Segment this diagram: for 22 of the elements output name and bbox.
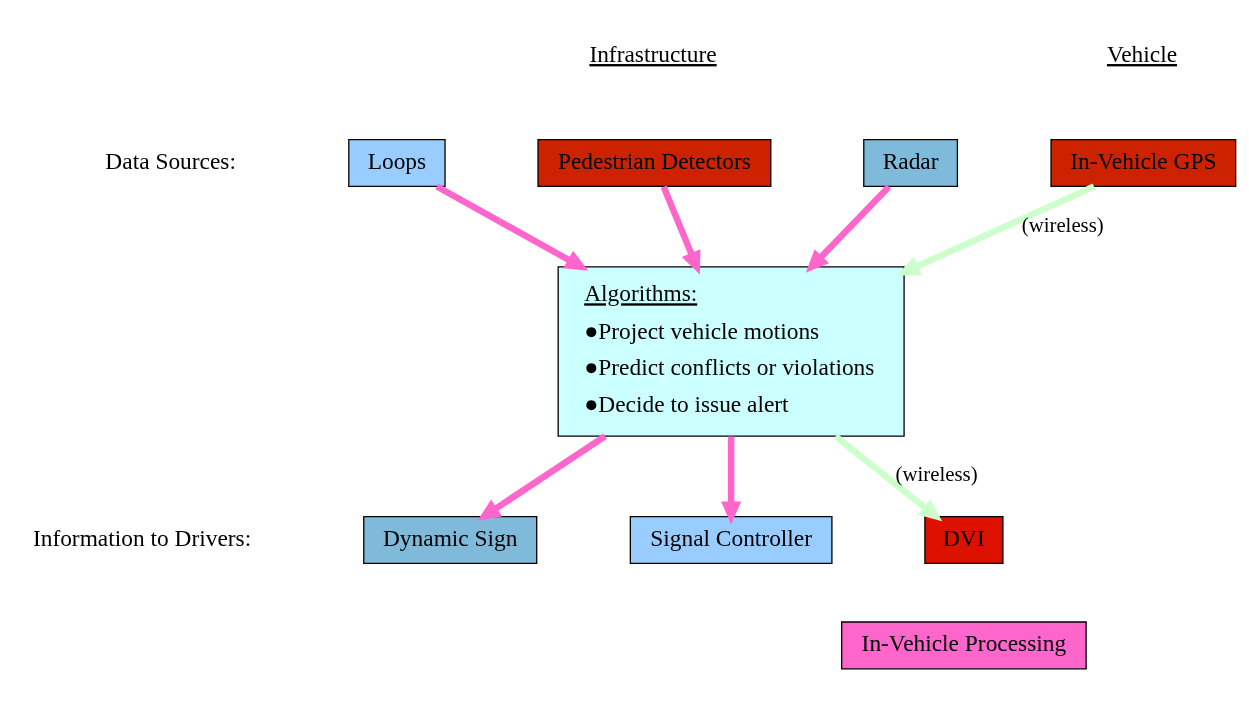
node-box: Radar [863,138,959,187]
label: Data Sources: [105,147,236,174]
arrow [833,433,943,521]
label: Infrastructure [589,40,717,67]
arrow [660,184,701,274]
arrow [896,183,1096,275]
node-box: Signal Controller [629,515,833,564]
arrow [435,183,589,271]
label: Vehicle [1106,40,1178,67]
node-box: Dynamic Sign [363,515,538,564]
arrow [721,436,742,524]
node-box: In-Vehicle Processing [841,620,1087,669]
edge-label: (wireless) [1021,212,1104,236]
arrow [477,433,607,521]
edge-label: (wireless) [895,461,978,485]
arrow [805,183,892,273]
node-box: Pedestrian Detectors [537,138,772,187]
node-box: In-Vehicle GPS [1050,138,1237,187]
node-box: Loops [348,138,446,187]
label: Information to Drivers: [32,524,252,551]
node-box: DVI [924,515,1004,564]
node-box: Algorithms: ●Project vehicle motions ●Predict conflicts or violations ●Decide to issue alert [557,265,905,437]
